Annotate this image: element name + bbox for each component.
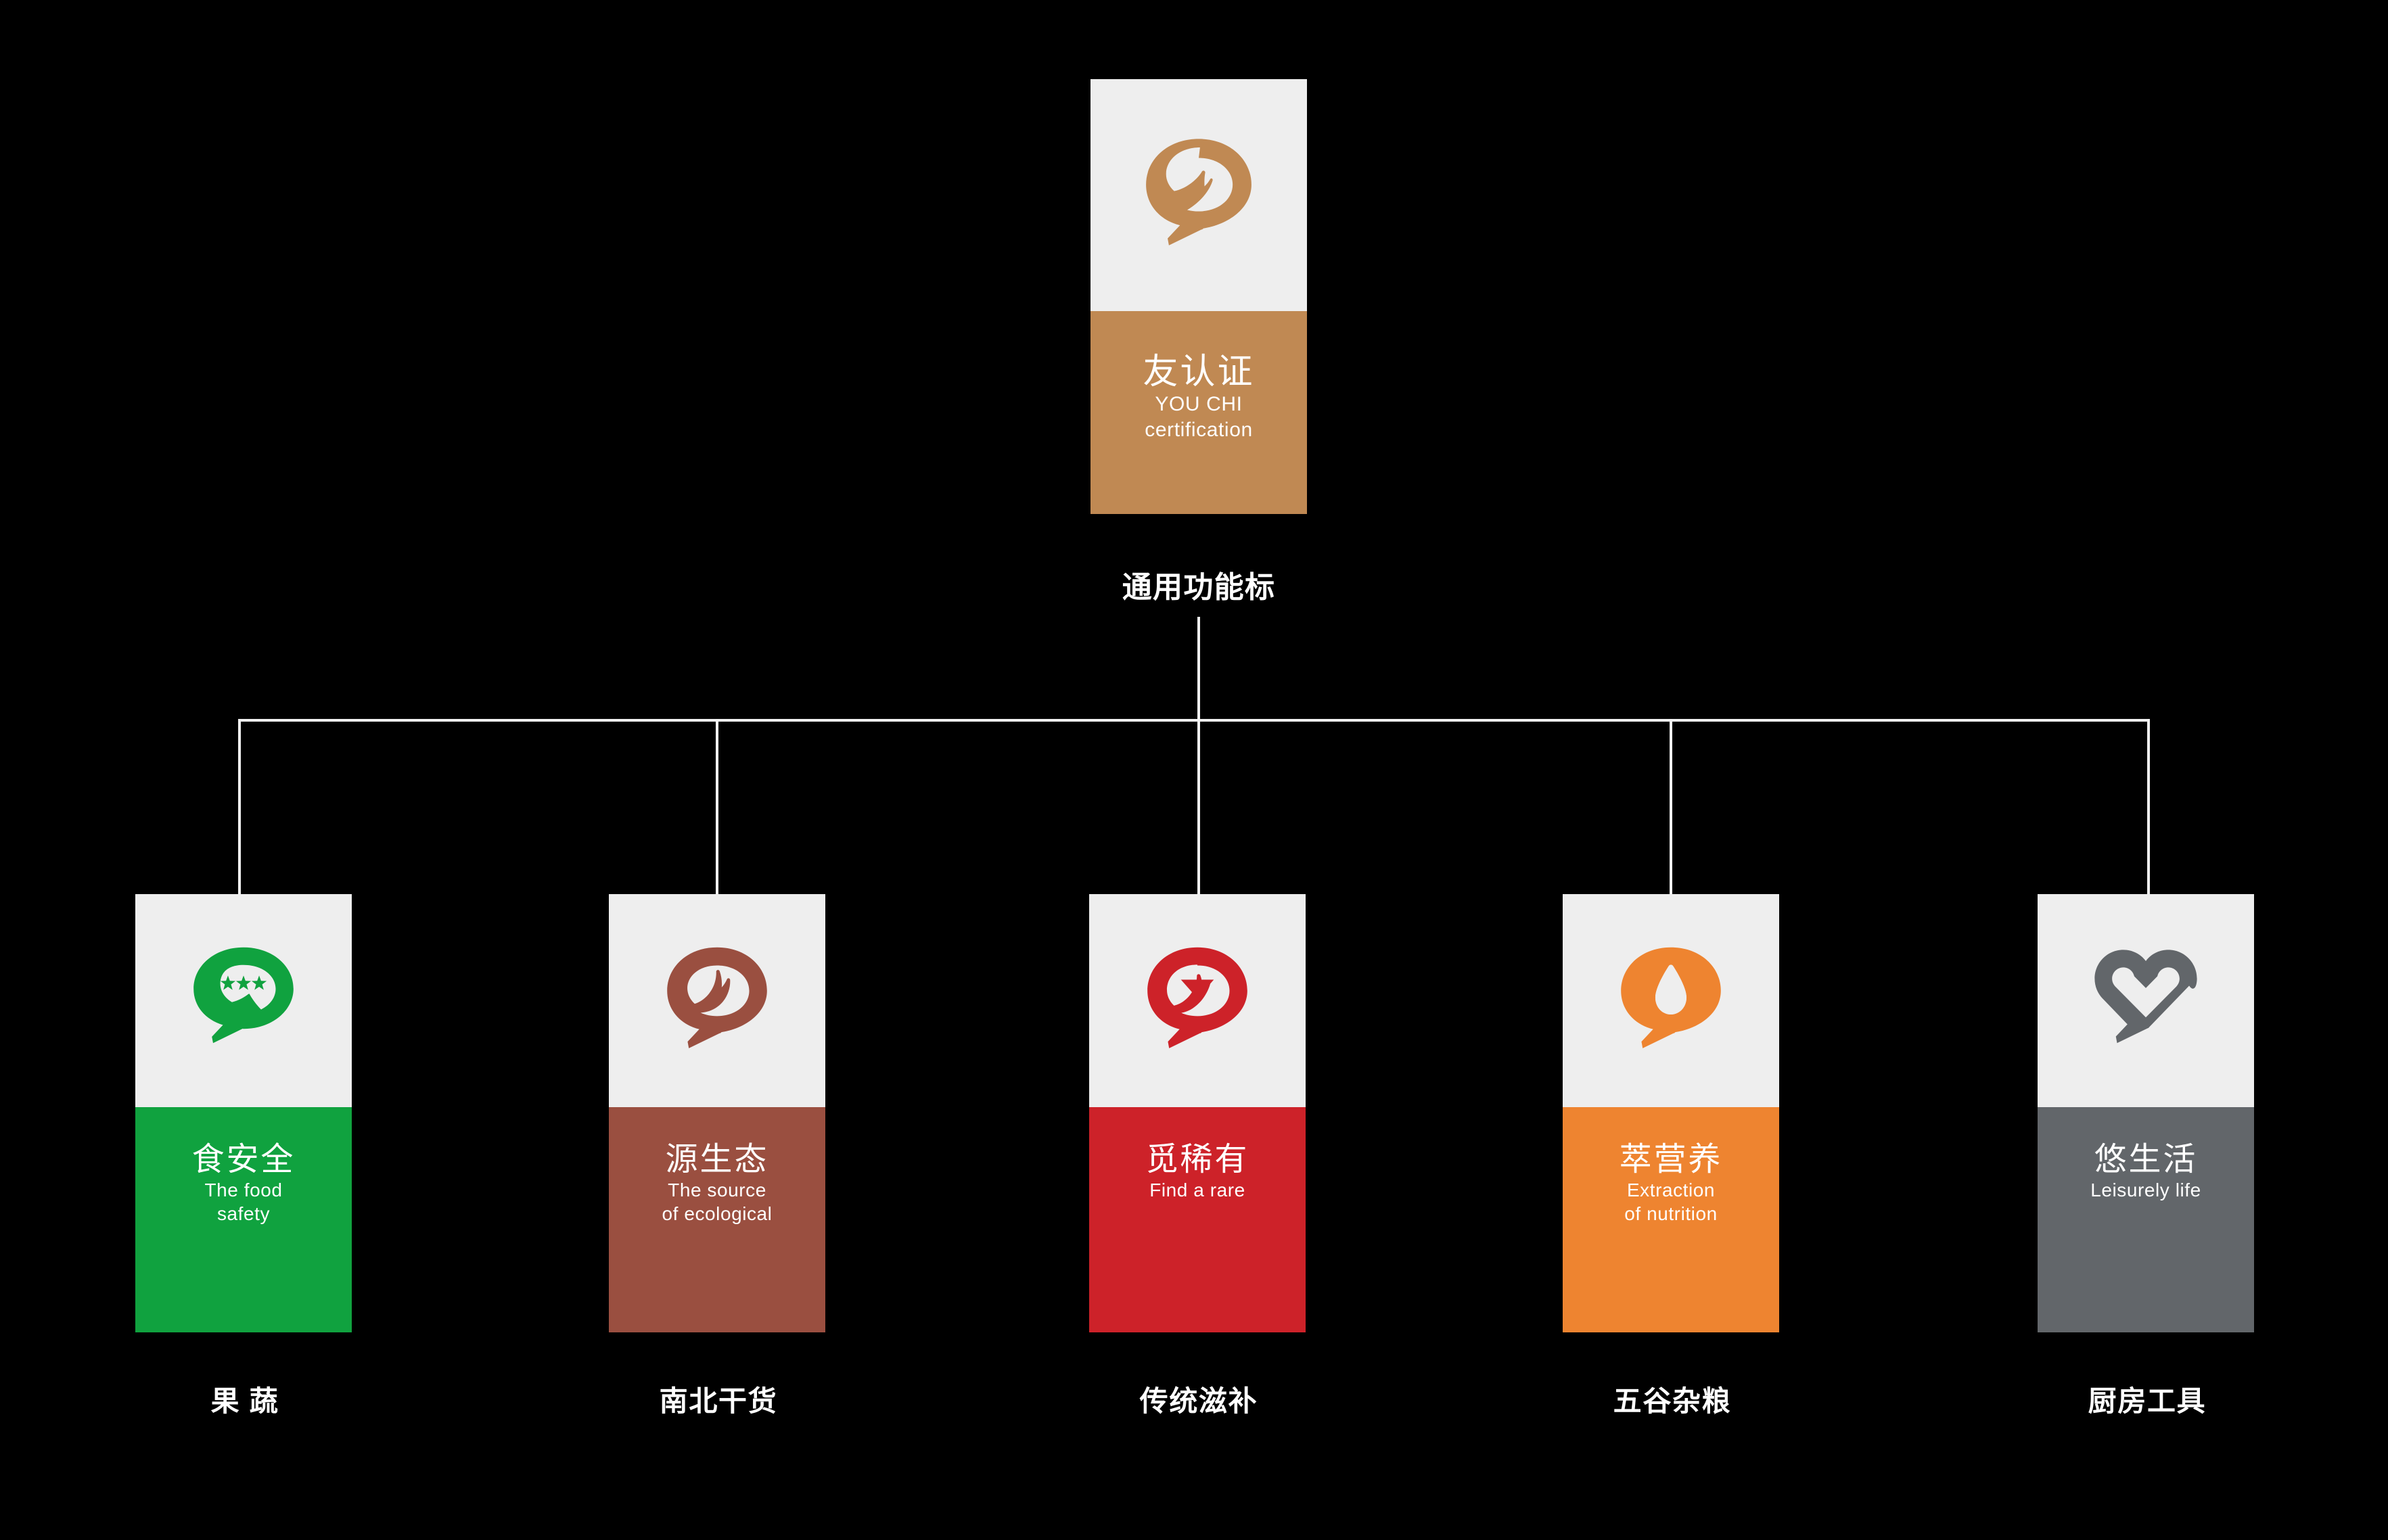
card-root-certification[interactable]: 友认证 YOU CHI certification bbox=[1090, 79, 1307, 514]
card-leisurely-life[interactable]: 悠生活 Leisurely life bbox=[2038, 894, 2254, 1332]
child-label-pane-4: 悠生活 Leisurely life bbox=[2038, 1107, 2254, 1332]
section-caption: 通用功能标 bbox=[1122, 571, 1276, 604]
child-en-line2-1: of ecological bbox=[662, 1203, 773, 1224]
root-en-line1: YOU CHI bbox=[1155, 393, 1243, 416]
category-caption-1: 南北干货 bbox=[659, 1385, 778, 1417]
connector-horizontal-bus bbox=[238, 719, 2150, 722]
child-label-pane-3: 萃营养 Extraction of nutrition bbox=[1563, 1107, 1779, 1332]
child-en-line2-3: of nutrition bbox=[1624, 1203, 1718, 1224]
child-label-pane-1: 源生态 The source of ecological bbox=[609, 1107, 825, 1332]
child-icon-pane-1 bbox=[609, 894, 825, 1107]
root-icon-pane bbox=[1090, 79, 1307, 311]
category-caption-3: 五谷杂粮 bbox=[1613, 1385, 1732, 1417]
diamond-gem-spiral-icon bbox=[1136, 940, 1258, 1062]
child-icon-pane-4 bbox=[2038, 894, 2254, 1107]
card-food-safety[interactable]: 食安全 The food safety bbox=[135, 894, 352, 1332]
heart-spiral-icon bbox=[2085, 940, 2207, 1062]
child-en-line1-0: The food bbox=[204, 1179, 283, 1200]
child-cn-title-1: 源生态 bbox=[665, 1142, 769, 1177]
child-en-line1-1: The source bbox=[668, 1179, 766, 1200]
category-caption-2: 传统滋补 bbox=[1139, 1385, 1258, 1417]
root-label-pane: 友认证 YOU CHI certification bbox=[1090, 311, 1307, 514]
child-cn-title-0: 食安全 bbox=[191, 1142, 296, 1177]
child-en-line1-4: Leisurely life bbox=[2090, 1179, 2201, 1200]
category-caption-0: 果 蔬 bbox=[210, 1385, 279, 1417]
connector-drop-3 bbox=[1670, 719, 1672, 895]
leaf-sprout-spiral-icon bbox=[656, 940, 778, 1062]
connector-drop-1 bbox=[716, 719, 718, 895]
child-cn-title-2: 觅稀有 bbox=[1145, 1142, 1249, 1177]
root-en-line2: certification bbox=[1145, 418, 1253, 441]
child-icon-pane-2 bbox=[1089, 894, 1306, 1107]
category-caption-4: 厨房工具 bbox=[2088, 1385, 2207, 1417]
youchi-spiral-bird-logo bbox=[1134, 131, 1263, 260]
child-icon-pane-3 bbox=[1563, 894, 1779, 1107]
card-source-ecological[interactable]: 源生态 The source of ecological bbox=[609, 894, 825, 1332]
connector-drop-0 bbox=[238, 719, 241, 895]
shield-pin-three-stars-icon bbox=[183, 940, 304, 1062]
root-cn-title: 友认证 bbox=[1143, 352, 1255, 392]
connector-trunk-vertical bbox=[1197, 617, 1200, 722]
connector-drop-2 bbox=[1197, 719, 1200, 895]
connector-drop-4 bbox=[2147, 719, 2150, 895]
child-en-line2-0: safety bbox=[216, 1203, 271, 1224]
card-find-rare[interactable]: 觅稀有 Find a rare bbox=[1089, 894, 1306, 1332]
child-icon-pane-0 bbox=[135, 894, 352, 1107]
child-cn-title-3: 萃营养 bbox=[1619, 1142, 1723, 1177]
water-droplet-spiral-icon bbox=[1610, 940, 1732, 1062]
card-extraction-nutrition[interactable]: 萃营养 Extraction of nutrition bbox=[1563, 894, 1779, 1332]
child-en-line1-3: Extraction bbox=[1626, 1179, 1716, 1200]
child-en-line1-2: Find a rare bbox=[1149, 1179, 1245, 1200]
child-label-pane-0: 食安全 The food safety bbox=[135, 1107, 352, 1332]
child-cn-title-4: 悠生活 bbox=[2094, 1142, 2198, 1177]
child-label-pane-2: 觅稀有 Find a rare bbox=[1089, 1107, 1306, 1332]
